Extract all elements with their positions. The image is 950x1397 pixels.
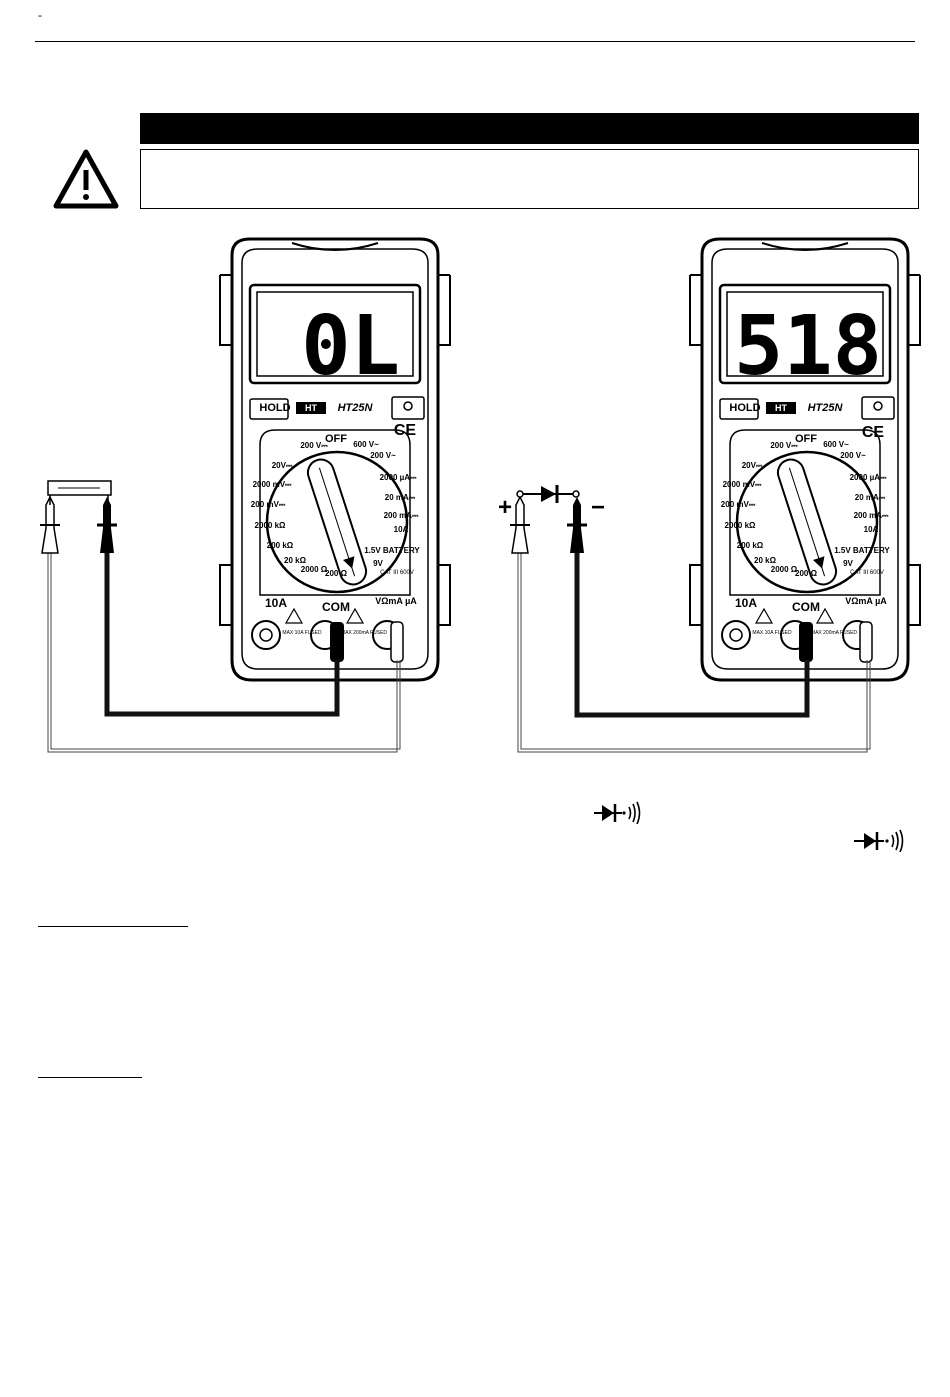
minus-sign: − — [591, 494, 605, 521]
plus-sign: + — [498, 494, 512, 521]
probe-black-left — [97, 497, 117, 553]
dial-label: 600 V~ — [823, 440, 849, 449]
dial-label: 20 mA⎓ — [385, 493, 416, 502]
black-lead-right — [574, 552, 810, 718]
warning-title — [140, 120, 148, 136]
warning-title-bar — [140, 113, 919, 144]
dial-label: 20V⎓ — [742, 461, 763, 470]
dial-label: 200 V~ — [840, 451, 866, 460]
hold-label-left: HOLD — [259, 402, 290, 414]
ce-mark-right: CE — [862, 424, 885, 441]
probe-white-left — [40, 495, 60, 554]
dial-label: 2000 µA⎓ — [850, 473, 887, 482]
model-label-left: HT25N — [338, 402, 374, 414]
fuse-label: MAX 10A FUSED — [752, 630, 792, 636]
component-under-test-left — [47, 480, 112, 505]
cat-label-left: CAT III 600V — [380, 570, 414, 576]
dial-label: 1.5V BATTERY — [834, 546, 890, 555]
jack-label-com-right: COM — [792, 600, 820, 614]
fuse-label: MAX 200mA FUSED — [811, 630, 858, 636]
diode-test-figure: 0L 518 HOLD HOLD HT HT HT25N HT25N CE CE… — [40, 237, 922, 753]
com-plug-left — [330, 622, 344, 662]
dial-label: 200 kΩ — [737, 541, 764, 550]
dial-label: 200 mV⎓ — [251, 500, 286, 509]
dial-label: 20 kΩ — [754, 556, 777, 565]
red-lead-left — [47, 553, 398, 753]
dial-label: 200 Ω — [795, 569, 818, 578]
probe-white-right — [510, 495, 530, 554]
dial-label: 1.5V BATTERY — [364, 546, 420, 555]
lcd-readout-left: 0L — [301, 299, 400, 394]
warning-body — [141, 150, 918, 162]
dial-labels-left: 600 V~ 200 V~ 2000 µA⎓ 20 mA⎓ 200 mA⎓ 10… — [251, 440, 421, 578]
warning-triangle-icon — [53, 149, 119, 209]
dial-label: 2000 mV⎓ — [253, 480, 292, 489]
header-rule — [35, 41, 915, 42]
dial-label: 200 mA⎓ — [384, 511, 419, 520]
jack-label-v-left: VΩmA µA — [375, 596, 417, 606]
diode-symbol-right — [516, 485, 580, 503]
com-plug-right — [799, 622, 813, 662]
jack-label-10a-right: 10A — [735, 596, 757, 610]
page-mark: - — [38, 8, 42, 22]
cat-label-right: CAT III 600V — [850, 570, 884, 576]
dial-label: 200 kΩ — [267, 541, 294, 550]
fuse-label: MAX 200mA FUSED — [341, 630, 388, 636]
dial-label: 200 V⎓ — [300, 441, 328, 450]
dial-label: 200 mA⎓ — [854, 511, 889, 520]
dial-label: 20V⎓ — [272, 461, 293, 470]
dial-label: 2000 kΩ — [725, 521, 756, 530]
dial-label: 2000 kΩ — [255, 521, 286, 530]
section-heading-underline-2 — [38, 1077, 142, 1078]
diode-continuity-icon — [594, 801, 641, 824]
dial-label: 200 V~ — [370, 451, 396, 460]
dial-label: 9V — [373, 559, 383, 568]
dial-label: 200 Ω — [325, 569, 348, 578]
off-label-left: OFF — [325, 433, 347, 445]
fuse-label: MAX 10A FUSED — [282, 630, 322, 636]
dial-label: 2000 µA⎓ — [380, 473, 417, 482]
dial-label: 10A — [394, 525, 409, 534]
dial-label: 600 V~ — [353, 440, 379, 449]
ce-mark-left: CE — [394, 422, 417, 439]
diode-icon — [854, 829, 904, 852]
dial-label: 2000 mV⎓ — [723, 480, 762, 489]
red-lead-right — [517, 553, 868, 753]
jack-label-10a-left: 10A — [265, 596, 287, 610]
brand-label-left: HT — [305, 403, 317, 413]
dial-label: 9V — [843, 559, 853, 568]
model-label-right: HT25N — [808, 402, 844, 414]
dial-labels-right: 600 V~ 200 V~ 2000 µA⎓ 20 mA⎓ 200 mA⎓ 10… — [721, 440, 891, 578]
probe-black-right — [567, 497, 587, 553]
jack-label-com-left: COM — [322, 600, 350, 614]
dial-label: 200 V⎓ — [770, 441, 798, 450]
hold-label-right: HOLD — [729, 402, 760, 414]
dial-label: 20 kΩ — [284, 556, 307, 565]
dial-label: 20 mA⎓ — [855, 493, 886, 502]
dial-label: 10A — [864, 525, 879, 534]
black-lead-left — [104, 550, 340, 717]
warning-body-box — [140, 149, 919, 209]
section-heading-underline-1 — [38, 926, 188, 927]
v-plug-left — [390, 621, 404, 663]
dial-label: 2000 Ω — [771, 565, 798, 574]
dial-label: 200 mV⎓ — [721, 500, 756, 509]
v-plug-right — [859, 621, 873, 663]
off-label-right: OFF — [795, 433, 817, 445]
brand-label-right: HT — [775, 403, 787, 413]
dial-label: 2000 Ω — [301, 565, 328, 574]
lcd-readout-right: 518 — [734, 299, 882, 394]
jack-label-v-right: VΩmA µA — [845, 596, 887, 606]
